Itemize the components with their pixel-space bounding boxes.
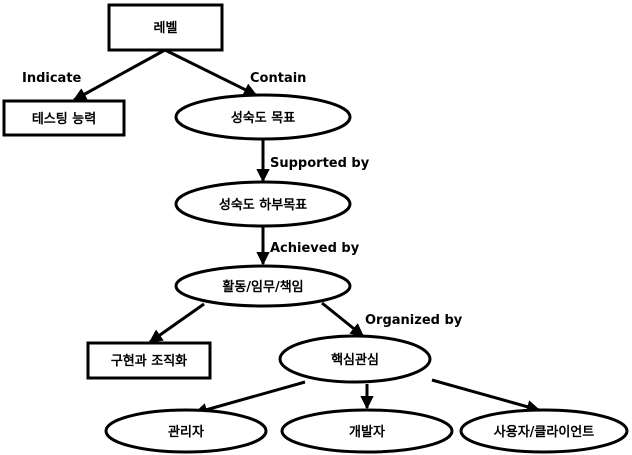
node-maturity-goal: 성숙도 목표 — [174, 93, 352, 141]
label-supported-by: Supported by — [270, 156, 370, 171]
node-maturity-goal-text: 성숙도 목표 — [231, 111, 295, 126]
node-level: 레벨 — [107, 3, 224, 52]
edge-organized-by — [321, 301, 365, 338]
edge-to-user-client — [431, 378, 541, 414]
node-activities: 활동/임무/책임 — [174, 264, 352, 308]
node-key-concerns: 핵심관심 — [278, 334, 432, 384]
node-manager: 관리자 — [104, 408, 268, 454]
node-developer-text: 개발자 — [349, 424, 385, 440]
node-key-concerns-text: 핵심관심 — [331, 352, 379, 368]
node-maturity-subgoal-text: 성숙도 하부목표 — [219, 197, 307, 213]
label-organized-by: Organized by — [365, 313, 463, 328]
node-developer: 개발자 — [280, 408, 454, 454]
edge-indicate — [72, 48, 166, 102]
node-user-client-text: 사용자/클라이언트 — [494, 424, 594, 440]
node-testing-capability-text: 테스팅 능력 — [32, 111, 96, 127]
node-implementation: 구현과 조직화 — [86, 341, 212, 380]
label-achieved-by: Achieved by — [270, 241, 360, 256]
node-maturity-subgoal: 성숙도 하부목표 — [174, 180, 352, 228]
edge-to-manager — [193, 380, 306, 417]
node-level-text: 레벨 — [154, 21, 178, 36]
node-manager-text: 관리자 — [168, 424, 204, 440]
edge-contain — [164, 48, 258, 97]
node-user-client: 사용자/클라이언트 — [459, 408, 629, 454]
node-implementation-text: 구현과 조직화 — [111, 353, 187, 369]
label-indicate: Indicate — [22, 71, 82, 86]
node-activities-text: 활동/임무/책임 — [222, 279, 303, 295]
node-testing-capability: 테스팅 능력 — [2, 99, 126, 137]
label-contain: Contain — [250, 71, 306, 86]
edge-to-implementation — [148, 302, 205, 344]
